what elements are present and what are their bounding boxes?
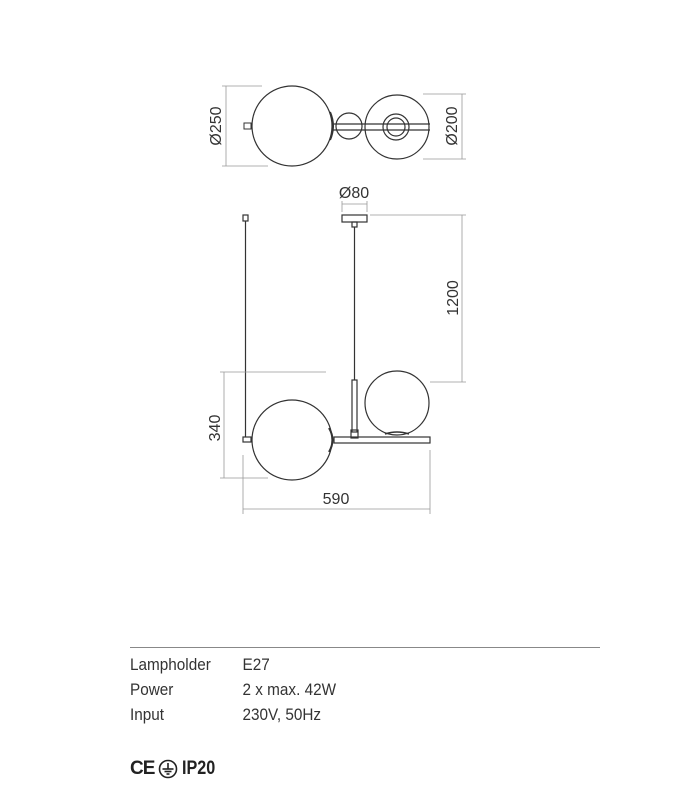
- protective-earth-icon: [159, 759, 178, 779]
- spec-table: Lampholder E27 Power 2 x max. 42W Input …: [130, 652, 336, 727]
- side-view: [220, 201, 466, 514]
- width-dimension: 590: [323, 491, 350, 508]
- top-right-diameter: Ø200: [444, 106, 461, 145]
- spec-label: Input: [130, 705, 165, 724]
- ce-mark-icon: CE: [130, 758, 155, 779]
- spec-value: 2 x max. 42W: [242, 680, 337, 699]
- top-left-diameter: Ø250: [208, 106, 225, 145]
- spec-value: 230V, 50Hz: [242, 705, 322, 724]
- technical-drawing: Ø250 Ø200 Ø80: [207, 85, 466, 514]
- spec-row-power: Power 2 x max. 42W: [130, 677, 336, 702]
- divider: [130, 647, 600, 648]
- certification-marks: CE IP20: [130, 758, 222, 780]
- spec-row-lampholder: Lampholder E27: [130, 652, 336, 677]
- height-dimension: 1200: [445, 280, 462, 316]
- top-view: [222, 85, 466, 167]
- canopy-diameter: Ø80: [339, 185, 369, 202]
- lower-height-dimension: 340: [207, 415, 224, 442]
- spec-label: Lampholder: [130, 655, 211, 674]
- spec-value: E27: [242, 655, 270, 674]
- spec-row-input: Input 230V, 50Hz: [130, 702, 336, 727]
- spec-label: Power: [130, 680, 174, 699]
- ip-rating: IP20: [182, 758, 216, 779]
